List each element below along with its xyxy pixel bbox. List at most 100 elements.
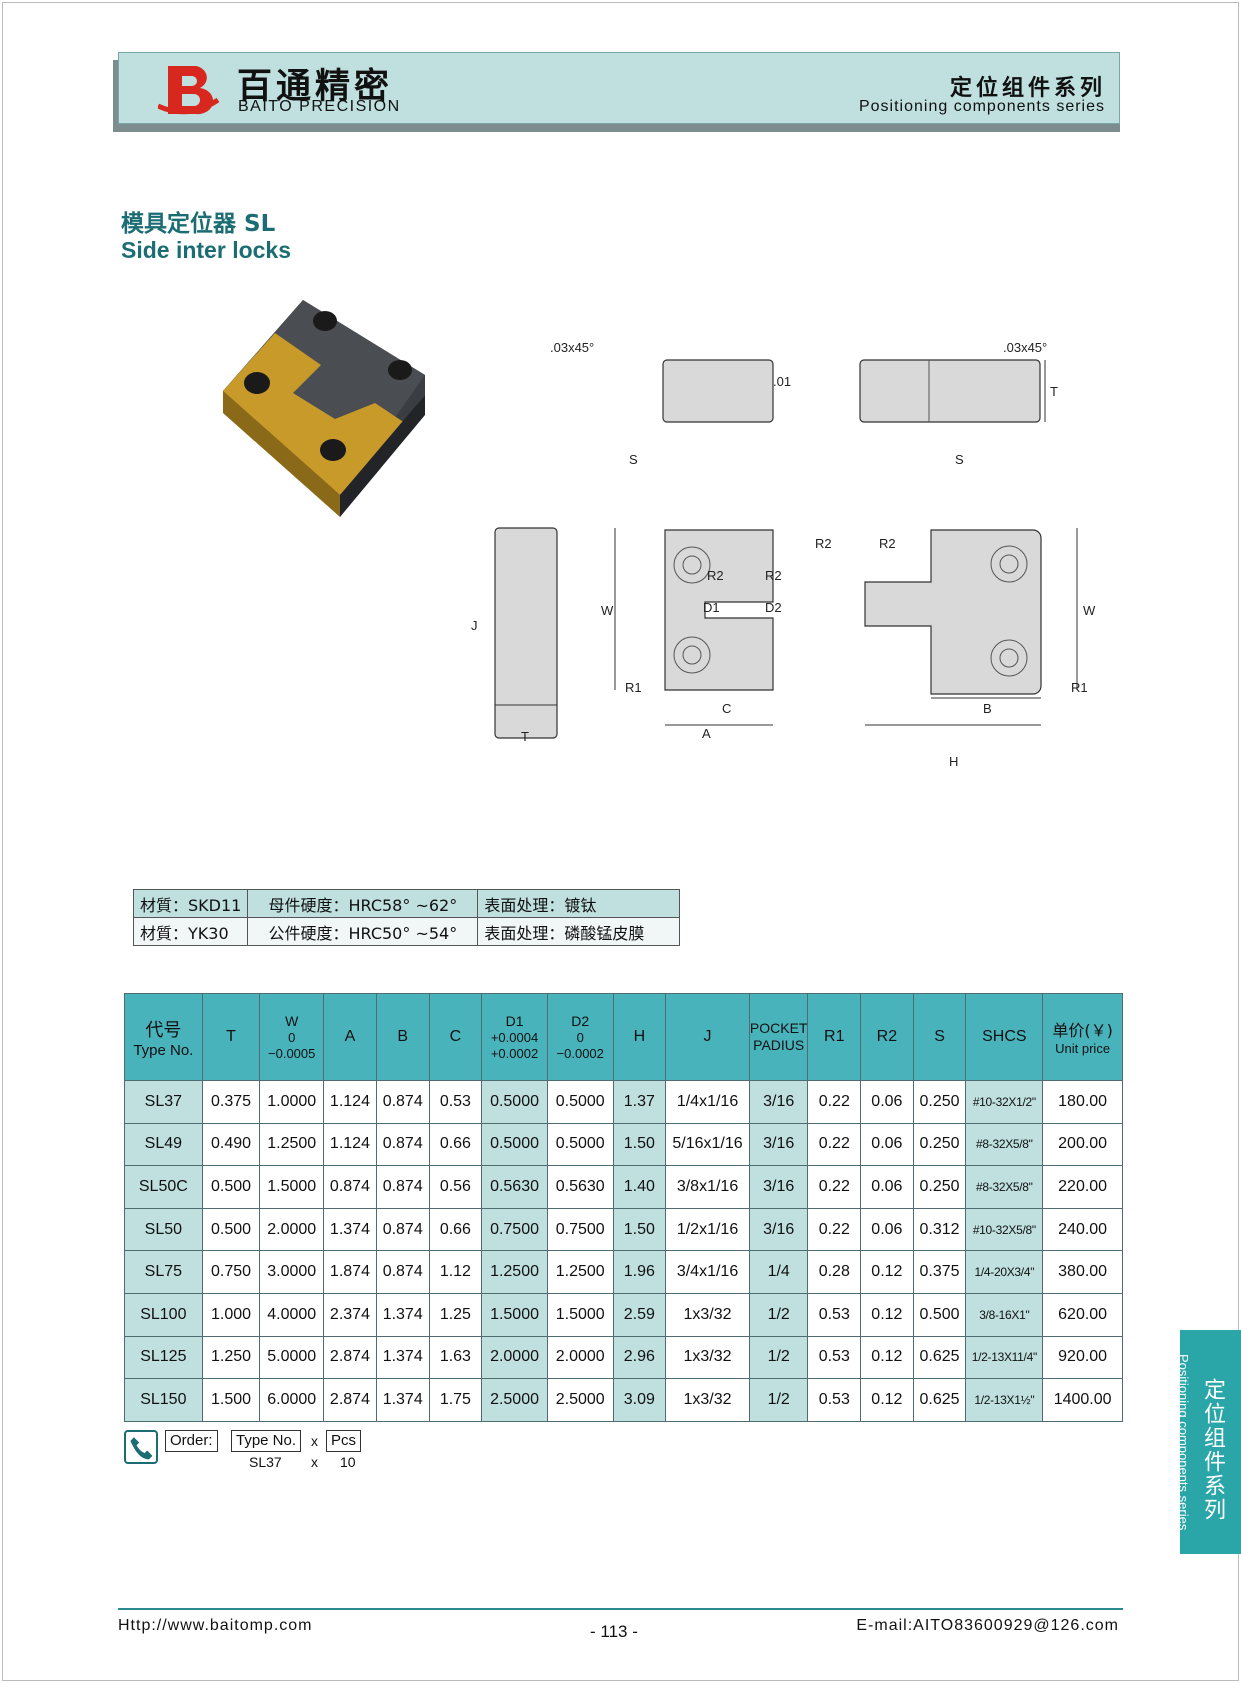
table-cell: 0.53	[807, 1335, 862, 1380]
table-cell: 1.2500	[481, 1250, 548, 1294]
label-tol: .01	[773, 374, 791, 389]
table-cell: 3/4x1/16	[665, 1250, 750, 1294]
table-cell: 0.625	[912, 1378, 967, 1422]
label-S-left: S	[629, 452, 638, 467]
table-cell: 0.56	[428, 1165, 483, 1209]
table-cell: 0.66	[428, 1207, 483, 1252]
table-cell: 0.5630	[546, 1165, 614, 1209]
order-x-value: x	[311, 1454, 318, 1470]
label-H: H	[949, 754, 958, 769]
table-cell: 1.000	[201, 1292, 261, 1337]
table-cell: 0.375	[912, 1250, 967, 1294]
footer-email[interactable]: E-mail:AITO83600929@126.com	[856, 1617, 1119, 1634]
order-x: x	[311, 1433, 318, 1449]
table-cell: 0.66	[428, 1122, 483, 1167]
table-cell: 0.12	[860, 1335, 914, 1380]
table-cell: 2.0000	[481, 1335, 548, 1380]
table-cell: 1.5000	[259, 1165, 325, 1209]
label-W-right: W	[1083, 603, 1096, 618]
label-C: C	[722, 701, 731, 716]
table-cell: 0.22	[807, 1207, 862, 1252]
table-cell: 0.53	[807, 1378, 862, 1422]
table-cell: 0.250	[912, 1165, 967, 1209]
table-cell: 1/2	[748, 1335, 809, 1380]
table-cell: 1.2500	[546, 1250, 614, 1294]
table-cell: 1.250	[201, 1335, 261, 1380]
table-cell: #8-32X5/8"	[965, 1122, 1044, 1167]
label-A: A	[702, 726, 711, 741]
order-type-label: Type No.	[231, 1430, 302, 1452]
table-cell: 0.874	[323, 1165, 377, 1209]
table-cell: 0.5000	[546, 1122, 614, 1167]
table-cell: 2.0000	[259, 1207, 325, 1252]
table-cell: 3/16	[748, 1207, 809, 1252]
label-T-side: T	[521, 729, 529, 744]
table-cell: 1.50	[612, 1207, 667, 1252]
product-photo	[223, 300, 425, 517]
table-cell: 1/4x1/16	[665, 1080, 750, 1124]
table-cell: 0.12	[860, 1378, 914, 1422]
table-cell: 4.0000	[259, 1292, 325, 1337]
table-cell: 1.25	[428, 1292, 483, 1337]
table-cell: 0.7500	[546, 1207, 614, 1252]
table-cell: SL100	[124, 1292, 203, 1337]
col-C: C	[428, 993, 483, 1081]
material-row: 材質：SKD11 母件硬度：HRC58° ~62° 表面处理：镀钛	[132, 889, 681, 918]
table-cell: 0.750	[201, 1250, 261, 1294]
table-cell: 1.374	[323, 1207, 377, 1252]
col-SHCS: SHCS	[965, 993, 1044, 1081]
table-cell: 0.250	[912, 1080, 967, 1124]
table-cell: 0.874	[375, 1250, 430, 1294]
col-D1: D1+0.0004+0.0002	[481, 993, 548, 1081]
phone-icon	[124, 1430, 158, 1464]
label-R2-b: R2	[765, 568, 782, 583]
table-cell: 1/2x1/16	[665, 1207, 750, 1252]
table-cell: 0.874	[375, 1080, 430, 1124]
footer-url[interactable]: Http://www.baitomp.com	[118, 1617, 313, 1634]
table-cell: 0.874	[375, 1165, 430, 1209]
table-cell: 6.0000	[259, 1378, 325, 1422]
label-T-top: T	[1050, 384, 1058, 399]
table-cell: 1.874	[323, 1250, 377, 1294]
table-cell: 2.874	[323, 1378, 377, 1422]
table-cell: 0.06	[860, 1080, 914, 1124]
treatment-cell: 表面处理：磷酸锰皮膜	[477, 917, 681, 946]
table-cell: 0.874	[375, 1122, 430, 1167]
table-cell: 1.374	[375, 1335, 430, 1380]
label-R1-left: R1	[625, 680, 642, 695]
col-B: B	[375, 993, 430, 1081]
table-cell: 1.12	[428, 1250, 483, 1294]
table-cell: 1/4	[748, 1250, 809, 1294]
col-price: 单价(￥)Unit price	[1042, 993, 1123, 1081]
table-cell: #10-32X1/2"	[965, 1080, 1044, 1124]
table-cell: 1.0000	[259, 1080, 325, 1124]
footer-divider	[118, 1608, 1123, 1610]
label-W-left: W	[601, 603, 614, 618]
table-cell: 0.375	[201, 1080, 261, 1124]
material-cell: 材質：YK30	[132, 917, 249, 946]
brand-name-en: BAITO PRECISION	[238, 98, 401, 115]
label-J: J	[471, 618, 478, 633]
baito-logo-icon	[158, 66, 220, 115]
table-cell: 3/8x1/16	[665, 1165, 750, 1209]
table-cell: SL75	[124, 1250, 203, 1294]
table-cell: 1.2500	[259, 1122, 325, 1167]
table-cell: 380.00	[1042, 1250, 1123, 1294]
table-cell: 0.500	[201, 1165, 261, 1209]
table-cell: 0.500	[201, 1207, 261, 1252]
table-cell: 0.12	[860, 1292, 914, 1337]
table-cell: 1x3/32	[665, 1335, 750, 1380]
table-cell: 1x3/32	[665, 1292, 750, 1337]
table-cell: 1.40	[612, 1165, 667, 1209]
series-title-cn: 定位组件系列	[949, 76, 1106, 101]
table-cell: 0.5000	[481, 1122, 548, 1167]
side-tab	[1180, 1330, 1241, 1554]
table-cell: #10-32X5/8"	[965, 1207, 1044, 1252]
